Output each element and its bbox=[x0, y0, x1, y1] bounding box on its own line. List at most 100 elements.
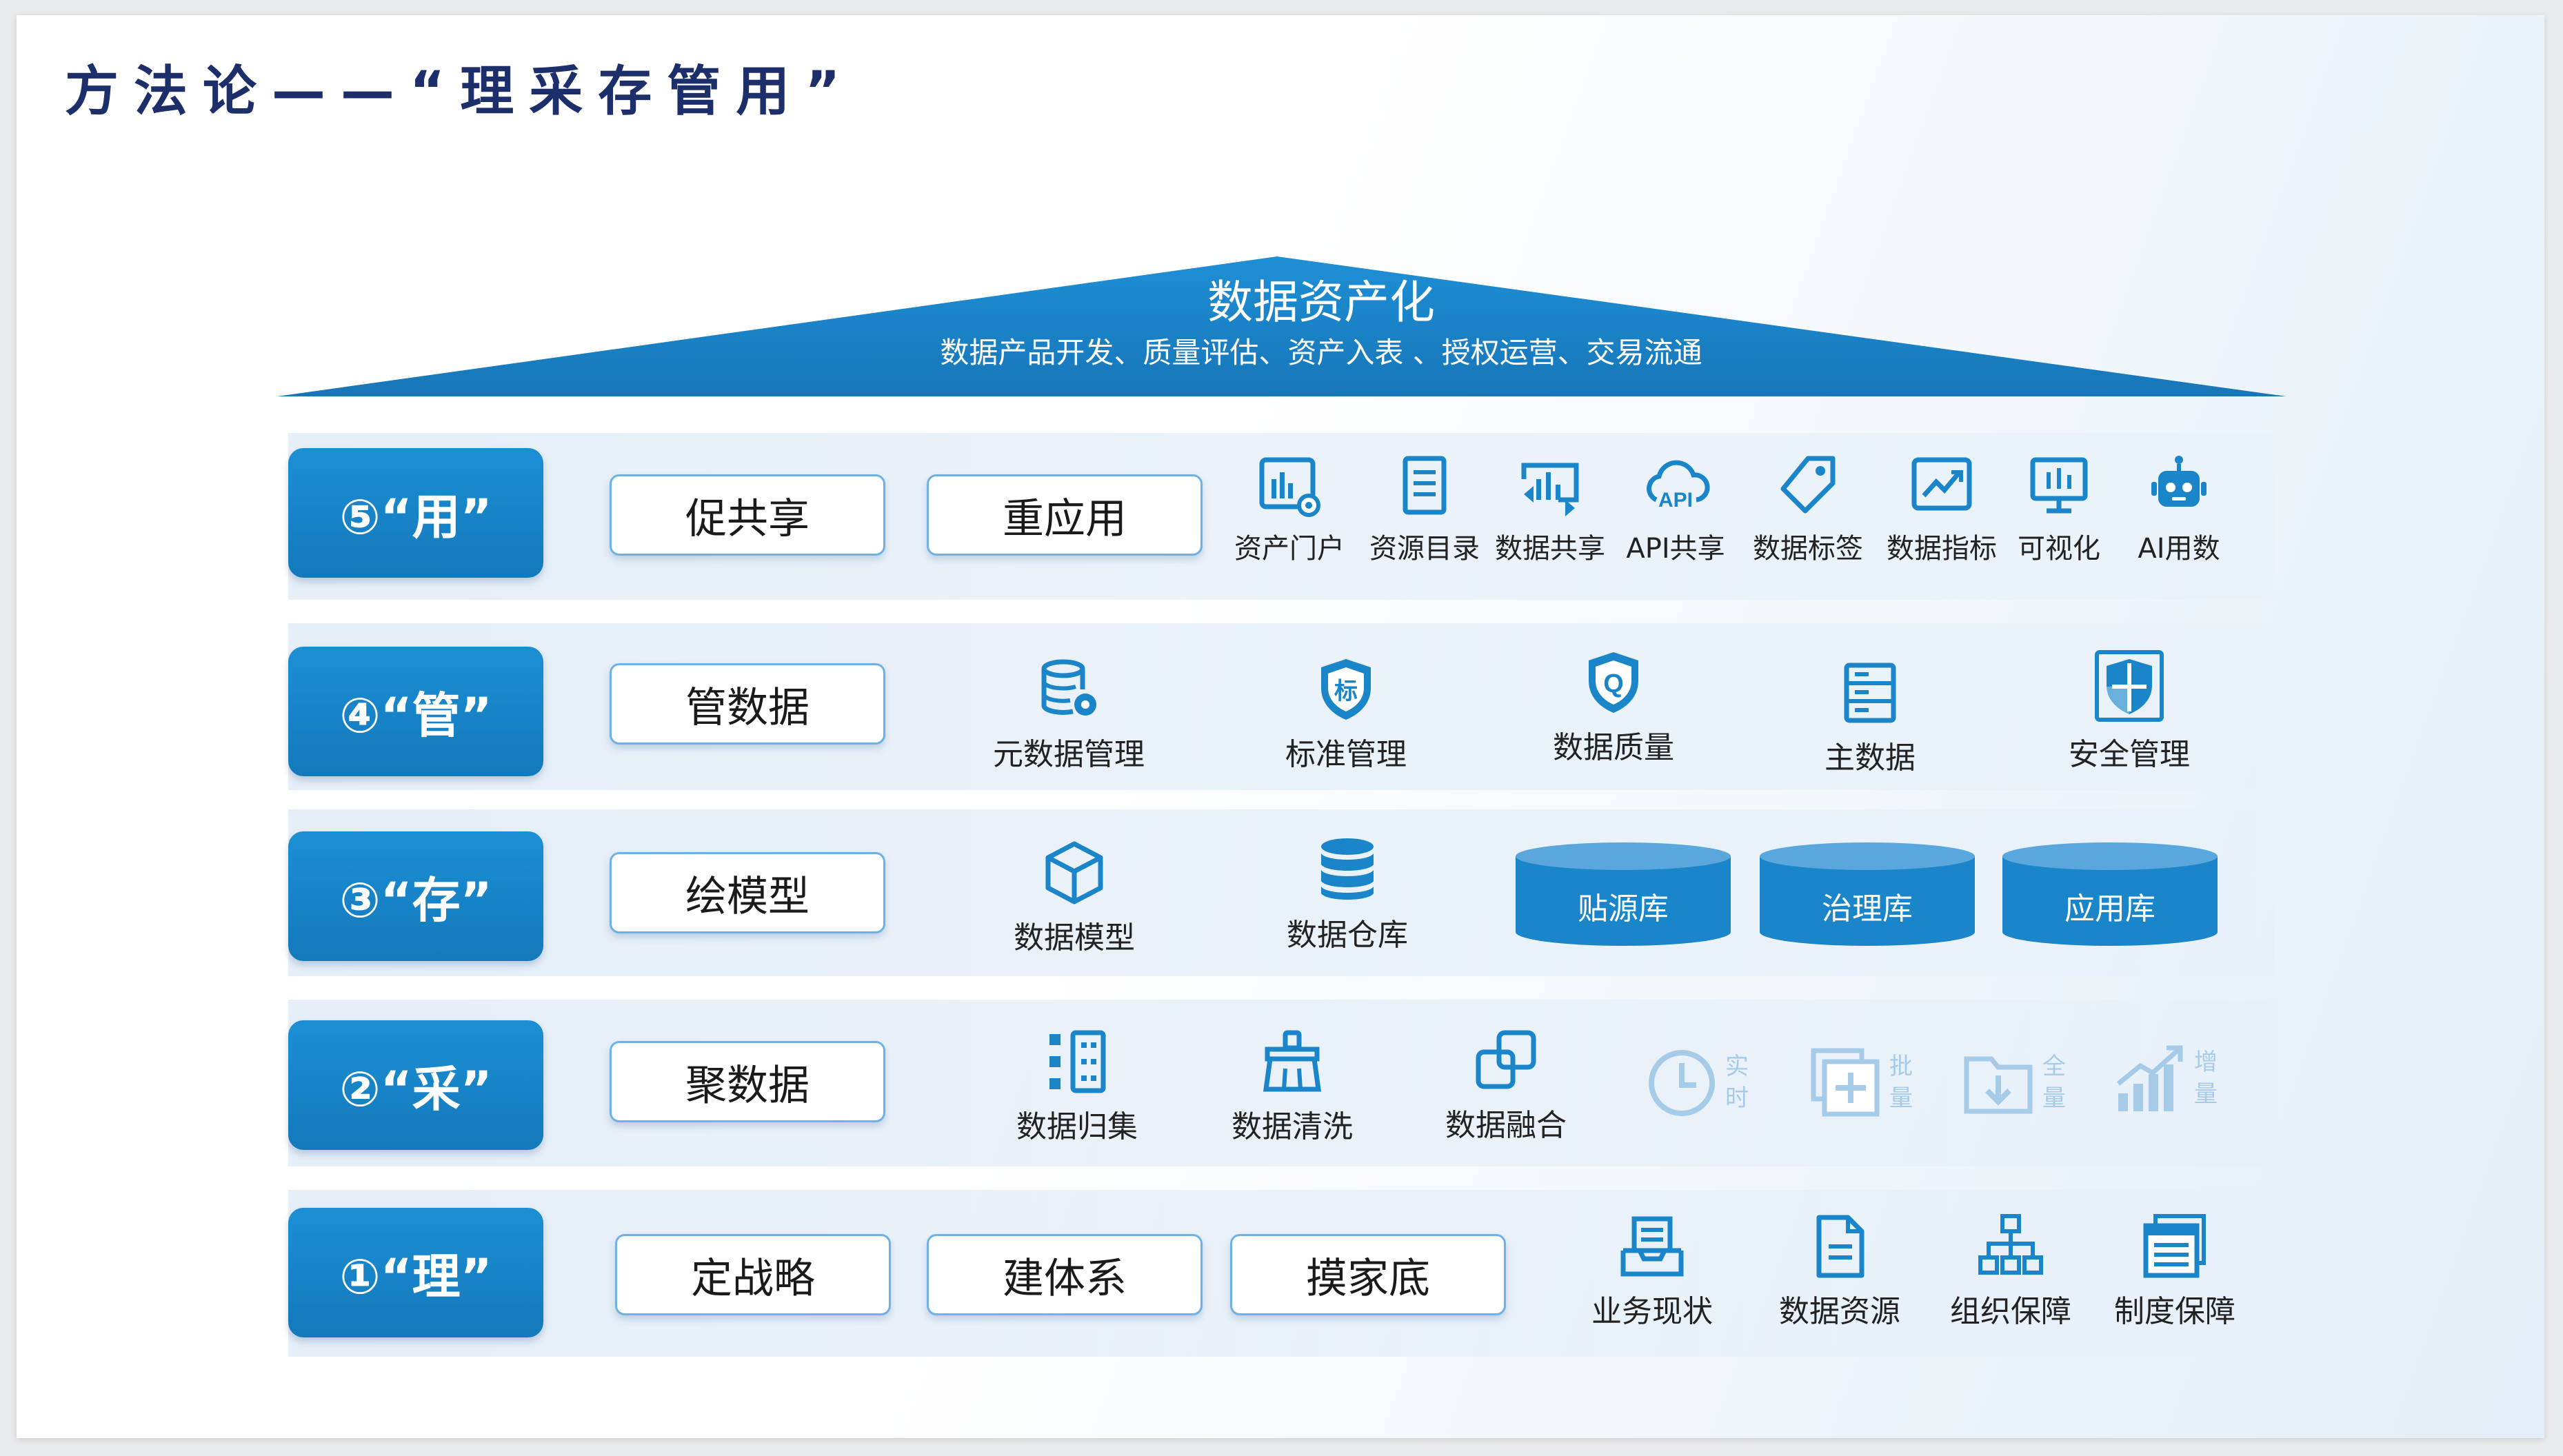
batch-add-icon bbox=[1811, 1048, 1880, 1117]
item-policy-guarantee: 制度保障 bbox=[2085, 1212, 2264, 1331]
merge-squares-icon bbox=[1476, 1030, 1536, 1089]
item-label: 主数据 bbox=[1825, 740, 1916, 776]
cylinder-governance-db: 治理库 bbox=[1757, 841, 1978, 951]
tag-icon bbox=[1780, 456, 1836, 514]
item-ai-usage: AI用数 bbox=[2089, 452, 2269, 566]
item-master-data: 主数据 bbox=[1780, 658, 1960, 777]
row-label-manage: ④“管” bbox=[288, 647, 543, 776]
item-label: AI用数 bbox=[2138, 533, 2220, 565]
row-label-collect: ②“采” bbox=[288, 1020, 543, 1150]
item-data-tag: 数据标签 bbox=[1718, 452, 1898, 566]
robot-icon bbox=[2151, 456, 2207, 507]
item-data-model: 数据模型 bbox=[985, 838, 1164, 957]
svg-text:API: API bbox=[1658, 489, 1693, 512]
broom-icon bbox=[1263, 1030, 1322, 1092]
item-label: 可视化 bbox=[2018, 533, 2100, 565]
mode-label: 全量 bbox=[2042, 1053, 2066, 1112]
cylinder-application-db: 应用库 bbox=[2000, 841, 2220, 951]
item-label: 组织保障 bbox=[1950, 1294, 2071, 1329]
mode-label: 批量 bbox=[1889, 1053, 1913, 1112]
item-label: 安全管理 bbox=[2069, 737, 2190, 772]
item-label: 数据质量 bbox=[1553, 730, 1674, 765]
policy-list-icon bbox=[2143, 1214, 2206, 1278]
item-data-quality: Q 数据质量 bbox=[1524, 648, 1703, 767]
item-data-metric: 数据指标 bbox=[1852, 452, 2031, 566]
pill-promote-sharing: 促共享 bbox=[610, 474, 885, 556]
mode-full: 全量 bbox=[1961, 1045, 2085, 1128]
mode-batch: 批量 bbox=[1808, 1045, 1932, 1128]
cylinder-label: 应用库 bbox=[2064, 891, 2155, 927]
item-label: 数据清洗 bbox=[1232, 1109, 1353, 1144]
inbox-doc-icon bbox=[1620, 1216, 1684, 1277]
security-shield-icon bbox=[2095, 650, 2164, 722]
cylinder-label: 治理库 bbox=[1822, 891, 1913, 927]
folder-download-icon bbox=[1964, 1056, 2033, 1114]
standard-shield-icon: 标 bbox=[1321, 659, 1371, 720]
svg-text:Q: Q bbox=[1603, 669, 1624, 698]
item-data-cleaning: 数据清洗 bbox=[1203, 1027, 1382, 1146]
dashboard-eye-icon bbox=[1259, 457, 1320, 517]
item-label: 数据归集 bbox=[1016, 1109, 1138, 1144]
item-label: 数据仓库 bbox=[1287, 918, 1408, 953]
collect-grid-icon bbox=[1049, 1030, 1106, 1093]
cylinder-source-db: 贴源库 bbox=[1513, 841, 1733, 951]
pill-focus-application: 重应用 bbox=[927, 474, 1203, 556]
item-resource-catalog: 资源目录 bbox=[1335, 452, 1514, 566]
item-label: API共享 bbox=[1626, 533, 1725, 565]
api-cloud-icon: API bbox=[1647, 460, 1710, 512]
cylinder-label: 贴源库 bbox=[1578, 891, 1669, 927]
document-list-icon bbox=[1403, 456, 1447, 515]
item-security-management: 安全管理 bbox=[2040, 648, 2219, 774]
item-label: 资产门户 bbox=[1234, 533, 1345, 565]
pill-draw-model: 绘模型 bbox=[610, 852, 885, 933]
item-label: 数据资源 bbox=[1779, 1294, 1900, 1329]
database-gear-icon bbox=[1041, 659, 1096, 716]
share-chart-icon bbox=[1521, 463, 1579, 516]
pill-set-strategy: 定战略 bbox=[615, 1234, 891, 1315]
item-label: 数据模型 bbox=[1014, 920, 1135, 956]
item-label: 制度保障 bbox=[2114, 1294, 2235, 1329]
item-api-sharing: API API共享 bbox=[1586, 452, 1765, 566]
mode-incremental: 增量 bbox=[2113, 1041, 2237, 1124]
svg-text:标: 标 bbox=[1334, 678, 1358, 705]
clock-icon bbox=[1649, 1050, 1715, 1116]
row-label-use: ⑤“用” bbox=[288, 448, 543, 578]
item-label: 数据指标 bbox=[1887, 533, 1997, 565]
item-data-sharing: 数据共享 bbox=[1460, 452, 1640, 566]
item-visualization: 可视化 bbox=[1969, 452, 2149, 566]
pill-inventory: 摸家底 bbox=[1230, 1234, 1506, 1315]
row-label-govern: ①“理” bbox=[288, 1208, 543, 1337]
server-stack-icon bbox=[1844, 663, 1896, 723]
quality-shield-icon: Q bbox=[1589, 652, 1638, 713]
item-label: 数据标签 bbox=[1753, 533, 1863, 565]
page-title: 方法论——“理采存管用” bbox=[65, 61, 856, 123]
roof-subtitle: 数据产品开发、质量评估、资产入表 、授权运营、交易流通 bbox=[940, 336, 1702, 370]
database-stack-icon bbox=[1321, 838, 1374, 900]
trend-chart-icon bbox=[1911, 457, 1972, 511]
row-label-store: ③“存” bbox=[288, 831, 543, 961]
item-data-resources: 数据资源 bbox=[1750, 1212, 1929, 1331]
item-metadata-management: 元数据管理 bbox=[979, 655, 1158, 774]
item-business-status: 业务现状 bbox=[1562, 1212, 1742, 1331]
item-standard-management: 标 标准管理 bbox=[1256, 655, 1436, 774]
pill-gather-data: 聚数据 bbox=[610, 1041, 885, 1122]
item-label: 数据共享 bbox=[1495, 533, 1605, 565]
item-data-fusion: 数据融合 bbox=[1416, 1026, 1596, 1144]
roof-title: 数据资产化 bbox=[1207, 276, 1435, 329]
mode-realtime: 实时 bbox=[1644, 1045, 1768, 1128]
pill-build-system: 建体系 bbox=[927, 1234, 1203, 1315]
item-label: 业务现状 bbox=[1591, 1294, 1713, 1329]
mode-label: 实时 bbox=[1725, 1053, 1749, 1112]
monitor-chart-icon bbox=[2030, 457, 2088, 514]
pill-manage-data: 管数据 bbox=[610, 663, 885, 745]
item-asset-portal: 资产门户 bbox=[1200, 452, 1379, 566]
mode-label: 增量 bbox=[2194, 1049, 2218, 1108]
org-chart-icon bbox=[1978, 1214, 2043, 1275]
item-label: 数据融合 bbox=[1445, 1108, 1567, 1143]
item-organization-guarantee: 组织保障 bbox=[1921, 1212, 2100, 1331]
cube-icon bbox=[1045, 841, 1103, 904]
growth-bars-icon bbox=[2116, 1045, 2183, 1111]
document-icon bbox=[1816, 1215, 1865, 1278]
item-data-warehouse: 数据仓库 bbox=[1258, 836, 1437, 954]
